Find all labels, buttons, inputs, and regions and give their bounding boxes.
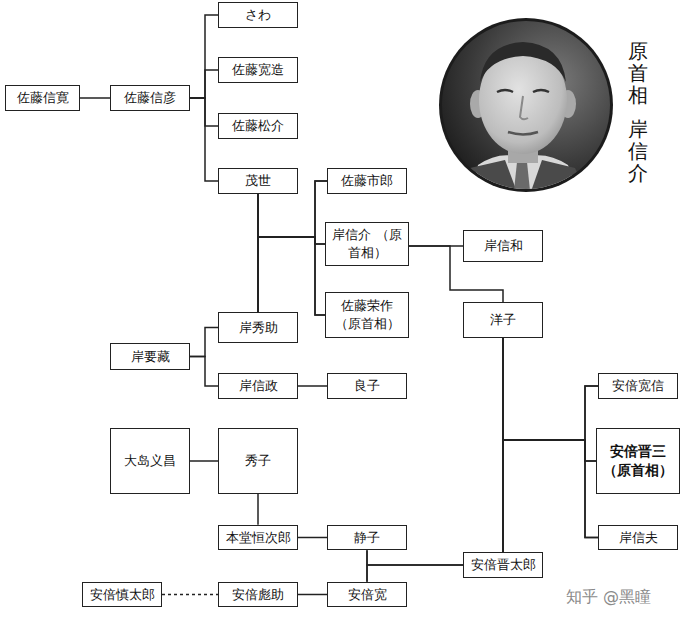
person-box: 良子 <box>327 373 407 399</box>
person-box: 大岛义昌 <box>110 428 190 494</box>
family-line <box>503 338 598 537</box>
person-name: 安倍彪助 <box>232 586 284 604</box>
person-box: 洋子 <box>463 302 543 338</box>
person-name: 茂世 <box>245 172 271 190</box>
person-name: 佐藤松介 <box>232 117 284 135</box>
family-line <box>258 181 327 312</box>
person-name: 佐藤市郎 <box>341 172 393 190</box>
portrait <box>440 20 615 200</box>
family-line <box>298 385 327 387</box>
family-line <box>80 97 110 99</box>
person-name: 良子 <box>354 377 380 395</box>
person-name: 岸信夫 <box>619 529 658 547</box>
person-box: 安倍宽信 <box>598 373 678 399</box>
person-box: 静子 <box>327 525 407 551</box>
person-name: 佐藤信彦 <box>124 89 176 107</box>
person-box: 秀子 <box>218 428 298 494</box>
lineage-dashed-line <box>162 594 218 596</box>
person-name: 安倍宽 <box>348 586 387 604</box>
person-name: 安倍晋三 （原首相） <box>600 442 676 480</box>
person-box: 岸信政 <box>218 373 298 399</box>
person-name: 大岛义昌 <box>124 452 176 470</box>
family-line <box>367 550 463 565</box>
person-name: 岸信和 <box>484 237 523 255</box>
person-name: 静子 <box>354 529 380 547</box>
person-box: 岸信介 （原首相） <box>325 222 409 266</box>
person-box: 茂世 <box>218 168 298 194</box>
person-box: 佐藤荣作 （原首相） <box>325 292 409 338</box>
person-name: 岸信政 <box>239 377 278 395</box>
person-name: 岸信介 （原首相） <box>329 226 405 261</box>
person-name: さわ <box>245 6 271 24</box>
vertical-caption: 原首相 <box>628 40 648 106</box>
person-name: 佐藤荣作 （原首相） <box>329 297 405 332</box>
person-box: 佐藤市郎 <box>327 168 407 194</box>
tie <box>513 162 531 200</box>
person-box: 本堂恒次郎 <box>218 525 298 551</box>
family-line <box>190 460 218 462</box>
hair <box>480 42 566 82</box>
family-line <box>257 494 259 525</box>
person-name: 安倍晋太郎 <box>471 556 536 574</box>
person-box: 安倍晋太郎 <box>463 552 543 578</box>
person-box: 佐藤松介 <box>218 113 298 139</box>
family-line <box>367 565 463 582</box>
person-box: 岸秀助 <box>218 312 298 343</box>
person-box: 安倍晋三 （原首相） <box>596 428 680 494</box>
person-name: 岸要藏 <box>131 348 170 366</box>
family-line <box>503 440 596 552</box>
person-box: 岸要藏 <box>110 343 190 370</box>
family-line <box>190 328 218 357</box>
family-line <box>503 440 598 552</box>
person-box: 岸信夫 <box>598 525 678 551</box>
person-name: 本堂恒次郎 <box>226 529 291 547</box>
person-box: 佐藤宽造 <box>218 57 298 83</box>
person-box: 佐藤信彦 <box>110 85 190 111</box>
person-name: 秀子 <box>245 452 271 470</box>
family-line <box>190 357 218 387</box>
person-name: 岸秀助 <box>239 319 278 337</box>
person-box: 安倍宽 <box>327 582 407 608</box>
person-box: 安倍慎太郎 <box>82 582 162 608</box>
watermark: 知乎 @黑瞳 <box>566 587 651 608</box>
family-line <box>190 98 218 126</box>
person-name: 安倍宽信 <box>612 377 664 395</box>
person-box: さわ <box>218 2 298 28</box>
person-box: 岸信和 <box>463 230 543 262</box>
jacket <box>455 160 520 200</box>
eye <box>533 90 549 92</box>
family-line <box>503 338 596 461</box>
mouth <box>508 132 538 135</box>
nose <box>520 96 528 119</box>
person-name: 洋子 <box>490 311 516 329</box>
family-line <box>298 537 327 539</box>
family-line <box>298 594 327 596</box>
person-name: 佐藤宽造 <box>232 61 284 79</box>
person-box: 安倍彪助 <box>218 582 298 608</box>
family-line <box>190 70 218 98</box>
person-name: 安倍慎太郎 <box>90 586 155 604</box>
person-name: 佐藤信寛 <box>17 89 69 107</box>
vertical-caption: 岸信介 <box>628 118 648 184</box>
family-line <box>190 15 218 98</box>
family-line <box>503 386 598 552</box>
family-line <box>503 338 598 440</box>
eye <box>497 90 513 92</box>
family-line <box>190 98 218 181</box>
person-box: 佐藤信寛 <box>5 85 80 111</box>
jacket <box>528 160 590 200</box>
family-line <box>258 237 325 315</box>
